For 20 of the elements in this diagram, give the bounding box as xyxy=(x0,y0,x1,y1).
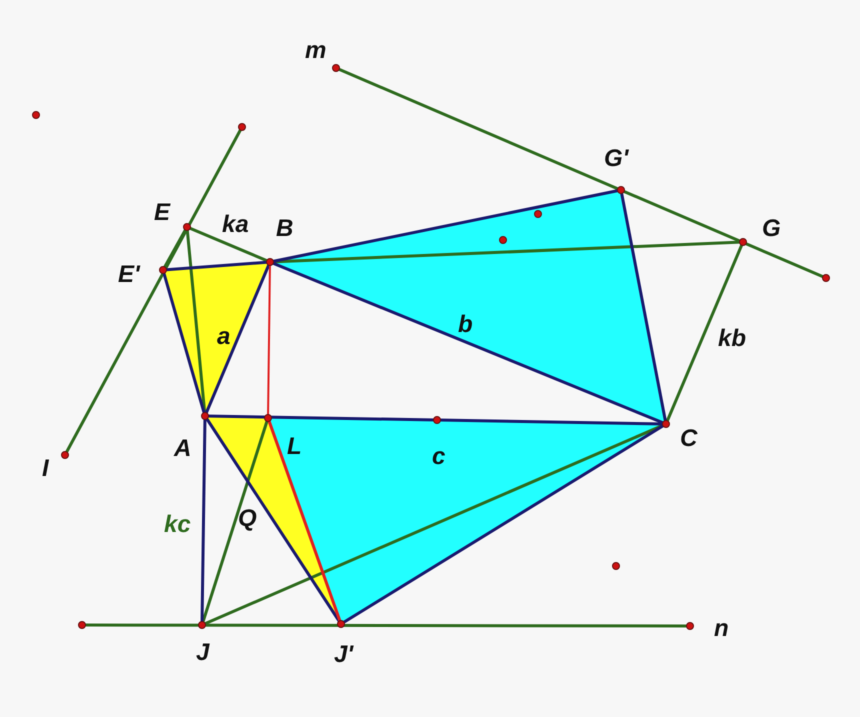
point-label: a xyxy=(217,324,230,350)
point-label: G' xyxy=(604,146,628,172)
point-label: J' xyxy=(334,642,354,668)
point-label: I xyxy=(42,456,49,482)
point-label: B xyxy=(276,216,294,242)
point-label: b xyxy=(458,312,473,338)
point-label: E' xyxy=(118,262,140,288)
point-label: ka xyxy=(222,212,249,238)
point-label: G xyxy=(762,216,781,242)
point-label: m xyxy=(305,38,326,64)
point-label: kb xyxy=(718,326,746,352)
point-label: Q xyxy=(238,506,257,532)
point-label: n xyxy=(714,616,729,642)
point-label: A xyxy=(174,436,192,462)
point-label: J xyxy=(196,640,210,666)
point-label: E xyxy=(154,200,170,226)
point-label: kc xyxy=(164,512,191,538)
point-label: c xyxy=(432,444,446,470)
point-label: C xyxy=(680,426,698,452)
point-label: L xyxy=(287,434,302,460)
